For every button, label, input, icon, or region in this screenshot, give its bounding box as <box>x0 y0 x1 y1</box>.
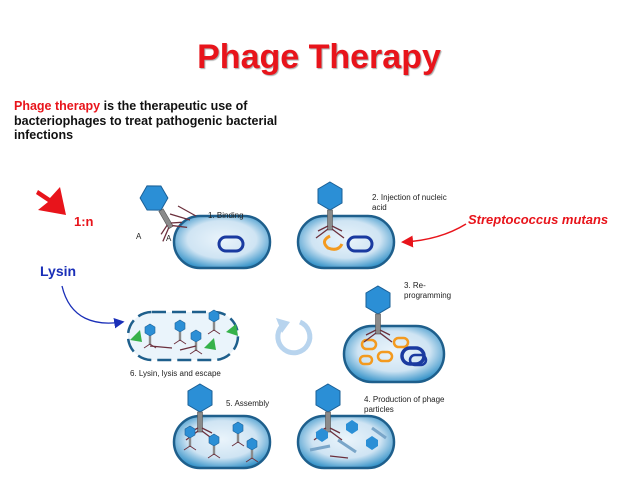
step-1-label: 1. Binding <box>208 211 244 220</box>
step-injection: 2. Injection of nucleic acid <box>296 181 447 270</box>
receptor-a1-label: A <box>136 232 142 241</box>
lysin-arrow <box>61 285 125 329</box>
pointer-arrow-icon <box>36 187 66 215</box>
page-title: Phage Therapy <box>197 38 441 76</box>
step-assembly: 5. Assembly <box>172 383 272 470</box>
step-2-label-1: 2. Injection of nucleic <box>372 193 447 202</box>
intro-rest: is the therapeutic use of bacteriophages… <box>14 99 278 142</box>
step-reprogramming: 3. Re- programming <box>342 281 451 384</box>
step-5-label: 5. Assembly <box>226 399 269 408</box>
cycle-arrow-icon <box>275 318 313 356</box>
organism-arrow <box>401 223 467 248</box>
lysin-label: Lysin <box>40 263 77 279</box>
step-3-label-2: programming <box>404 291 451 300</box>
step-6-label: 6. Lysin, lysis and escape <box>130 369 221 378</box>
step-2-label-2: acid <box>372 203 387 212</box>
intro-highlight: Phage therapy <box>14 99 101 113</box>
step-3-label-1: 3. Re- <box>404 281 426 290</box>
step-lysis: 6. Lysin, lysis and escape <box>126 309 240 378</box>
step-4-label-2: particles <box>364 405 394 414</box>
organism-label: Streptococcus mutans <box>468 212 609 227</box>
step-binding: 1. Binding A A <box>134 178 272 270</box>
step-4-label-1: 4. Production of phage <box>364 395 445 404</box>
intro-text: Phage therapy is the therapeutic use of … <box>14 99 314 143</box>
ratio-label: 1:n <box>74 214 94 229</box>
step-production: 4. Production of phage particles <box>296 383 445 470</box>
receptor-a2-label: A <box>166 234 172 243</box>
